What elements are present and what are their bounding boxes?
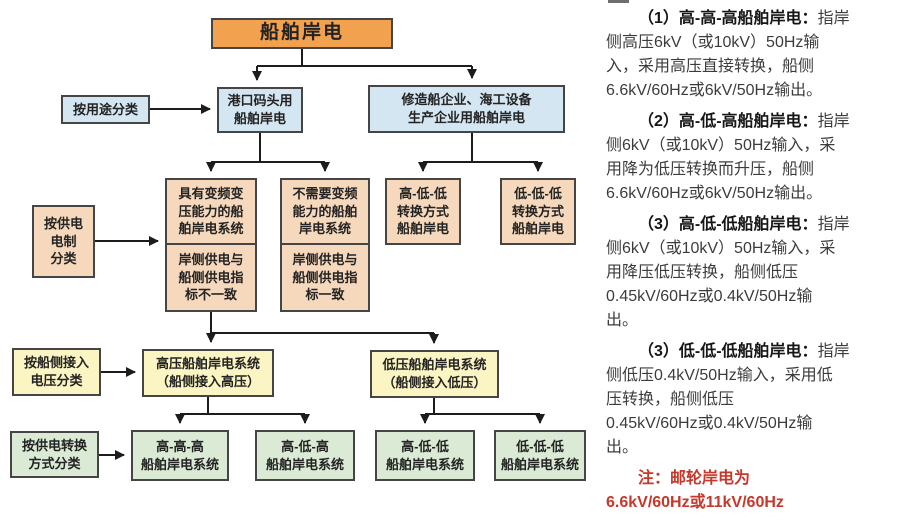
node-shore-ship-supply-consistent: 岸侧供电与 船侧供电指 标一致	[280, 243, 370, 312]
label-classification-by-usage: 按用途分类	[61, 95, 150, 124]
paragraph-heading: （3）高-低-低船舶岸电：	[638, 216, 818, 233]
node-low-voltage-system: 低压船舶岸电系统 （船侧接入低压）	[370, 350, 499, 398]
node-low-low-low-system: 低-低-低 船舶岸电系统	[494, 430, 586, 481]
node-shipyard-enterprise-shore-power: 修造船企业、海工设备 生产企业用船舶岸电	[368, 85, 565, 133]
label-classification-by-ship-side-voltage: 按船侧接入 电压分类	[12, 348, 101, 396]
definitions-panel: （1）高-高-高船舶岸电：指岸 侧高压6kV（或10kV）50Hz输 入，采用高…	[606, 0, 896, 522]
node-shore-ship-supply-inconsistent: 岸侧供电与 船侧供电指 标不一致	[165, 243, 257, 312]
paragraph-hhh-definition: （1）高-高-高船舶岸电：指岸 侧高压6kV（或10kV）50Hz输 入，采用高…	[606, 7, 896, 103]
node-high-low-low-system: 高-低-低 船舶岸电系统	[375, 430, 475, 481]
node-port-wharf-shore-power: 港口码头用 船舶岸电	[217, 87, 303, 133]
paragraph-hlh-definition: （2）高-低-高船舶岸电：指岸 侧6kV（或10kV）50Hz输入，采 用降为低…	[606, 110, 896, 206]
label-classification-by-conversion-mode: 按供电转换 方式分类	[10, 431, 99, 478]
node-high-high-high-system: 高-高-高 船舶岸电系统	[131, 430, 229, 481]
paragraph-body: 指岸 侧高压6kV（或10kV）50Hz输 入，采用高压直接转换，船侧 6.6k…	[606, 10, 850, 99]
paragraph-heading: （1）高-高-高船舶岸电：	[638, 10, 818, 27]
cropped-text-fragment	[608, 0, 629, 3]
node-high-low-low-conversion: 高-低-低 转换方式 船舶岸电	[385, 178, 461, 245]
cruise-shore-power-note: 注：邮轮岸电为 6.6kV/60Hz或11kV/60Hz	[606, 470, 784, 511]
paragraph-body: 指岸 侧6kV（或10kV）50Hz输入，采 用降为低压转换而升压，船侧 6.6…	[606, 113, 850, 202]
paragraph-body: 指岸 侧6kV（或10kV）50Hz输入，采 用降压低压转换，船侧低压 0.45…	[606, 216, 850, 329]
node-high-voltage-system: 高压船舶岸电系统 （船侧接入高压）	[142, 349, 274, 397]
node-low-low-low-conversion: 低-低-低 转换方式 船舶岸电	[500, 178, 576, 245]
paragraph-hll-definition: （3）高-低-低船舶岸电：指岸 侧6kV（或10kV）50Hz输入，采 用降压低…	[606, 213, 896, 333]
node-high-low-high-system: 高-低-高 船舶岸电系统	[255, 430, 355, 481]
paragraph-heading: （2）高-低-高船舶岸电：	[638, 113, 818, 130]
node-with-frequency-voltage-conversion: 具有变频变 压能力的船 舶岸电系统	[165, 178, 257, 245]
paragraph-body: 指岸 侧低压0.4kV/50Hz输入，采用低 压转换，船侧低压 0.45kV/6…	[606, 343, 850, 456]
label-classification-by-power-system: 按供电 电制 分类	[32, 205, 95, 278]
paragraph-heading: （3）低-低-低船舶岸电：	[638, 343, 818, 360]
node-ship-shore-power-title: 船舶岸电	[211, 18, 393, 49]
node-without-frequency-conversion: 不需要变频 能力的船舶 岸电系统	[280, 178, 370, 245]
paragraph-lll-definition: （3）低-低-低船舶岸电：指岸 侧低压0.4kV/50Hz输入，采用低 压转换，…	[606, 340, 896, 460]
